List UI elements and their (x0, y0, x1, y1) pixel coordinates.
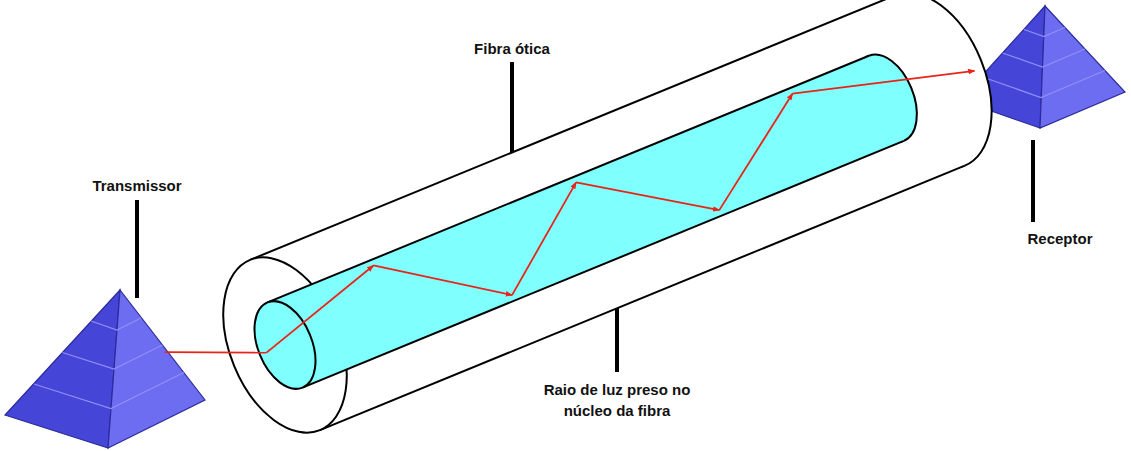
optical-fiber (145, 0, 1016, 451)
transmitter-label: Transmissor (92, 175, 181, 196)
fiber-label: Fibra ótica (474, 38, 550, 59)
transmitter-pyramid (5, 290, 205, 448)
light-ray (164, 26, 986, 425)
receptor-label: Receptor (1027, 228, 1092, 249)
ray-label: Raio de luz preso no núcleo da fibra (542, 379, 692, 421)
